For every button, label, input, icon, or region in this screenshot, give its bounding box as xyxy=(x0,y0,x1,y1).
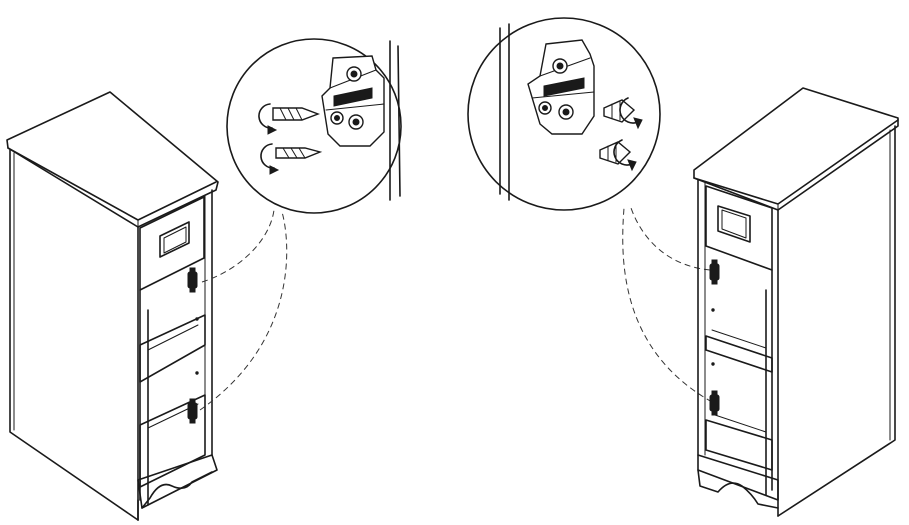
hinge-plate-icon xyxy=(527,39,595,135)
hinge-plate-icon xyxy=(321,55,385,147)
rotate-arrow-icon xyxy=(260,143,280,175)
screw-icon xyxy=(599,141,632,165)
rotate-arrow-icon xyxy=(258,103,278,135)
screw-icon xyxy=(603,99,636,123)
right-cabinet-hinge-plate-lower xyxy=(709,390,720,416)
left-cabinet-hinge-plate-upper xyxy=(187,267,198,293)
right-cabinet-hinge-plate-upper xyxy=(709,259,720,285)
right-detail-callout xyxy=(467,17,661,211)
rotate-arrow-icon xyxy=(619,97,643,130)
screw-icon xyxy=(275,147,323,159)
rotate-arrow-icon xyxy=(613,139,637,172)
right-cabinet xyxy=(693,87,899,517)
right-leader-upper xyxy=(629,204,711,271)
screw-icon xyxy=(272,107,320,121)
left-cabinet xyxy=(6,91,219,521)
left-cabinet-hinge-plate-lower xyxy=(187,398,198,424)
left-detail-callout xyxy=(226,38,402,214)
right-leader-lower xyxy=(622,207,713,403)
left-leader-upper xyxy=(201,209,275,283)
left-leader-lower xyxy=(199,211,288,411)
